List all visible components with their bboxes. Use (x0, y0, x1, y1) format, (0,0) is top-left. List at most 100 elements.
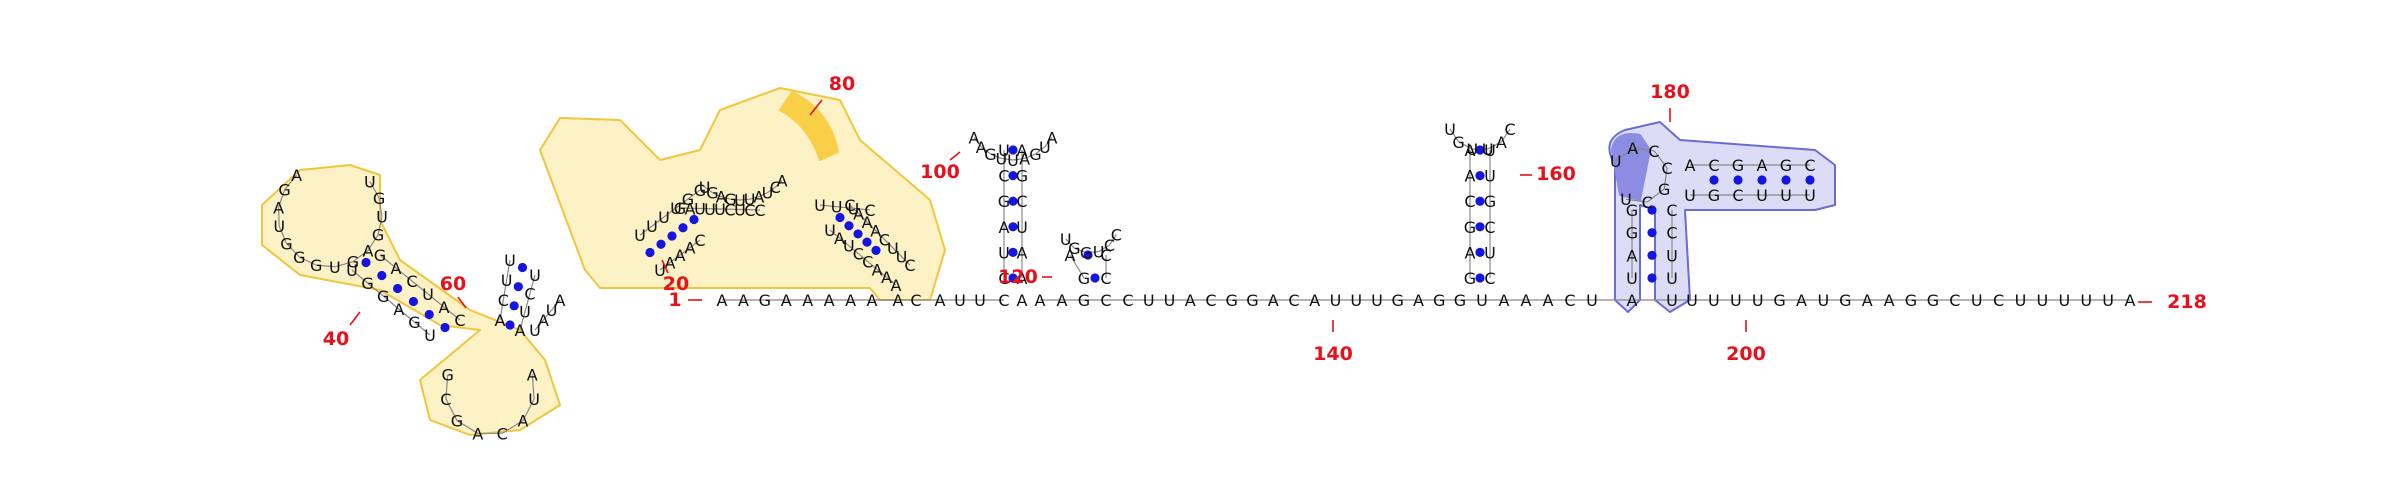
backbone-segment (1035, 146, 1046, 155)
base-pair-dot (1008, 222, 1018, 232)
base-pair-dot (1647, 250, 1657, 260)
nucleotide-4: A (781, 291, 792, 310)
backbone-segment (522, 398, 535, 421)
nucleotide-21: U (1143, 291, 1155, 310)
backbone-segment (542, 309, 553, 321)
nucleotide-121: C (454, 311, 465, 330)
nucleotide-93: G (674, 199, 686, 218)
nucleotide-125: A (393, 300, 404, 319)
backbone-segment (758, 192, 768, 198)
nucleotide-104: A (716, 188, 727, 207)
nucleotide-86: C (694, 231, 705, 250)
nucleotide-190: U (1093, 243, 1105, 262)
nucleotide-225: U (1620, 190, 1632, 209)
backbone-segment (1001, 157, 1014, 161)
base-pair-dot (440, 322, 450, 333)
nucleotide-193: A (1465, 141, 1476, 160)
base-pair-dot (853, 229, 863, 239)
base-pair-dot (513, 282, 523, 292)
nucleotide-115: C (864, 201, 875, 220)
nucleotide-60: U (2015, 291, 2027, 310)
nucleotide-235: U (1756, 186, 1768, 205)
nucleotide-221: C (1648, 142, 1659, 161)
nucleotide-45: U (1686, 291, 1698, 310)
nucleotide-63: U (2080, 291, 2092, 310)
position-label-20: 20 (663, 273, 689, 295)
nucleotide-113: U (831, 198, 843, 217)
nucleotide-103: G (706, 184, 718, 203)
nucleotide-20: C (1122, 291, 1133, 310)
nucleotide-123: G (361, 274, 373, 293)
nucleotide-1: A (717, 291, 728, 310)
nucleotide-119: U (422, 285, 434, 304)
backbone-segment (687, 189, 701, 200)
backbone-segment (1098, 244, 1110, 253)
nucleotide-145: U (504, 251, 516, 270)
nucleotide-88: U (646, 217, 658, 236)
backbone-segment (721, 196, 731, 200)
nucleotide-213: A (1627, 246, 1638, 265)
base-pair-dot (509, 301, 519, 311)
nucleotide-134: U (329, 258, 341, 277)
backbone-segment (1024, 153, 1036, 160)
nucleotide-194: A (1465, 167, 1476, 186)
nucleotide-75: U (896, 247, 908, 266)
nucleotide-152: G (451, 412, 463, 431)
backbone-segment (857, 253, 869, 262)
base-pair-dot (1805, 175, 1815, 185)
nucleotide-57: C (1949, 291, 1960, 310)
nucleotide-51: U (1818, 291, 1830, 310)
nucleotide-229: A (1757, 156, 1768, 175)
nucleotide-14: C (998, 291, 1009, 310)
nucleotide-227: C (1708, 156, 1719, 175)
nucleotide-35: G (1433, 291, 1445, 310)
nucleotide-228: G (1732, 156, 1744, 175)
backbone-segment (663, 207, 677, 218)
backbone-segment (866, 221, 877, 232)
base-pair-dot (1475, 247, 1485, 257)
nucleotide-94: A (685, 199, 696, 218)
nucleotide-61: U (2037, 291, 2049, 310)
backbone-segment (1663, 167, 1668, 190)
backbone-segment (1500, 128, 1511, 143)
nucleotide-59: C (1993, 291, 2004, 310)
base-pair-dot (862, 237, 872, 247)
base-pair-dot (505, 320, 515, 330)
nucleotide-74: C (904, 256, 915, 275)
nucleotide-22: U (1164, 291, 1176, 310)
nucleotide-202: C (1484, 218, 1495, 237)
backbone-segment (1487, 141, 1502, 150)
nucleotide-155: A (518, 412, 529, 431)
nucleotide-68: A (872, 260, 883, 279)
nucleotide-132: A (363, 242, 374, 261)
nucleotide-114: U (847, 199, 859, 218)
nucleotide-84: A (675, 246, 686, 265)
nucleotide-42: U (1586, 291, 1598, 310)
nucleotide-109: U (762, 184, 774, 203)
backbone-segment (456, 420, 479, 434)
backbone-segment (848, 245, 859, 255)
nucleotide-87: U (634, 226, 646, 245)
highlight-region-blue-strong (1611, 133, 1651, 201)
backbone-segment (704, 186, 713, 194)
backbone-segment (367, 234, 379, 251)
nucleotide-124: G (377, 287, 389, 306)
backbone-segment (973, 137, 982, 148)
backbone-segment (367, 282, 384, 297)
backbone-segment (1615, 147, 1634, 162)
nucleotide-33: G (1392, 291, 1404, 310)
backbone-segment (675, 198, 689, 209)
backbone-segment (1065, 238, 1075, 249)
backbone-segment (377, 216, 383, 235)
backbone-segment (369, 181, 380, 199)
nucleotide-163: C (998, 167, 1009, 186)
backbone-segment (1632, 147, 1655, 152)
backbone-segment (1653, 150, 1668, 169)
nucleotide-43: A (1627, 291, 1638, 310)
nucleotide-2: A (738, 291, 749, 310)
nucleotide-23: A (1185, 291, 1196, 310)
nucleotide-127: U (424, 326, 436, 345)
